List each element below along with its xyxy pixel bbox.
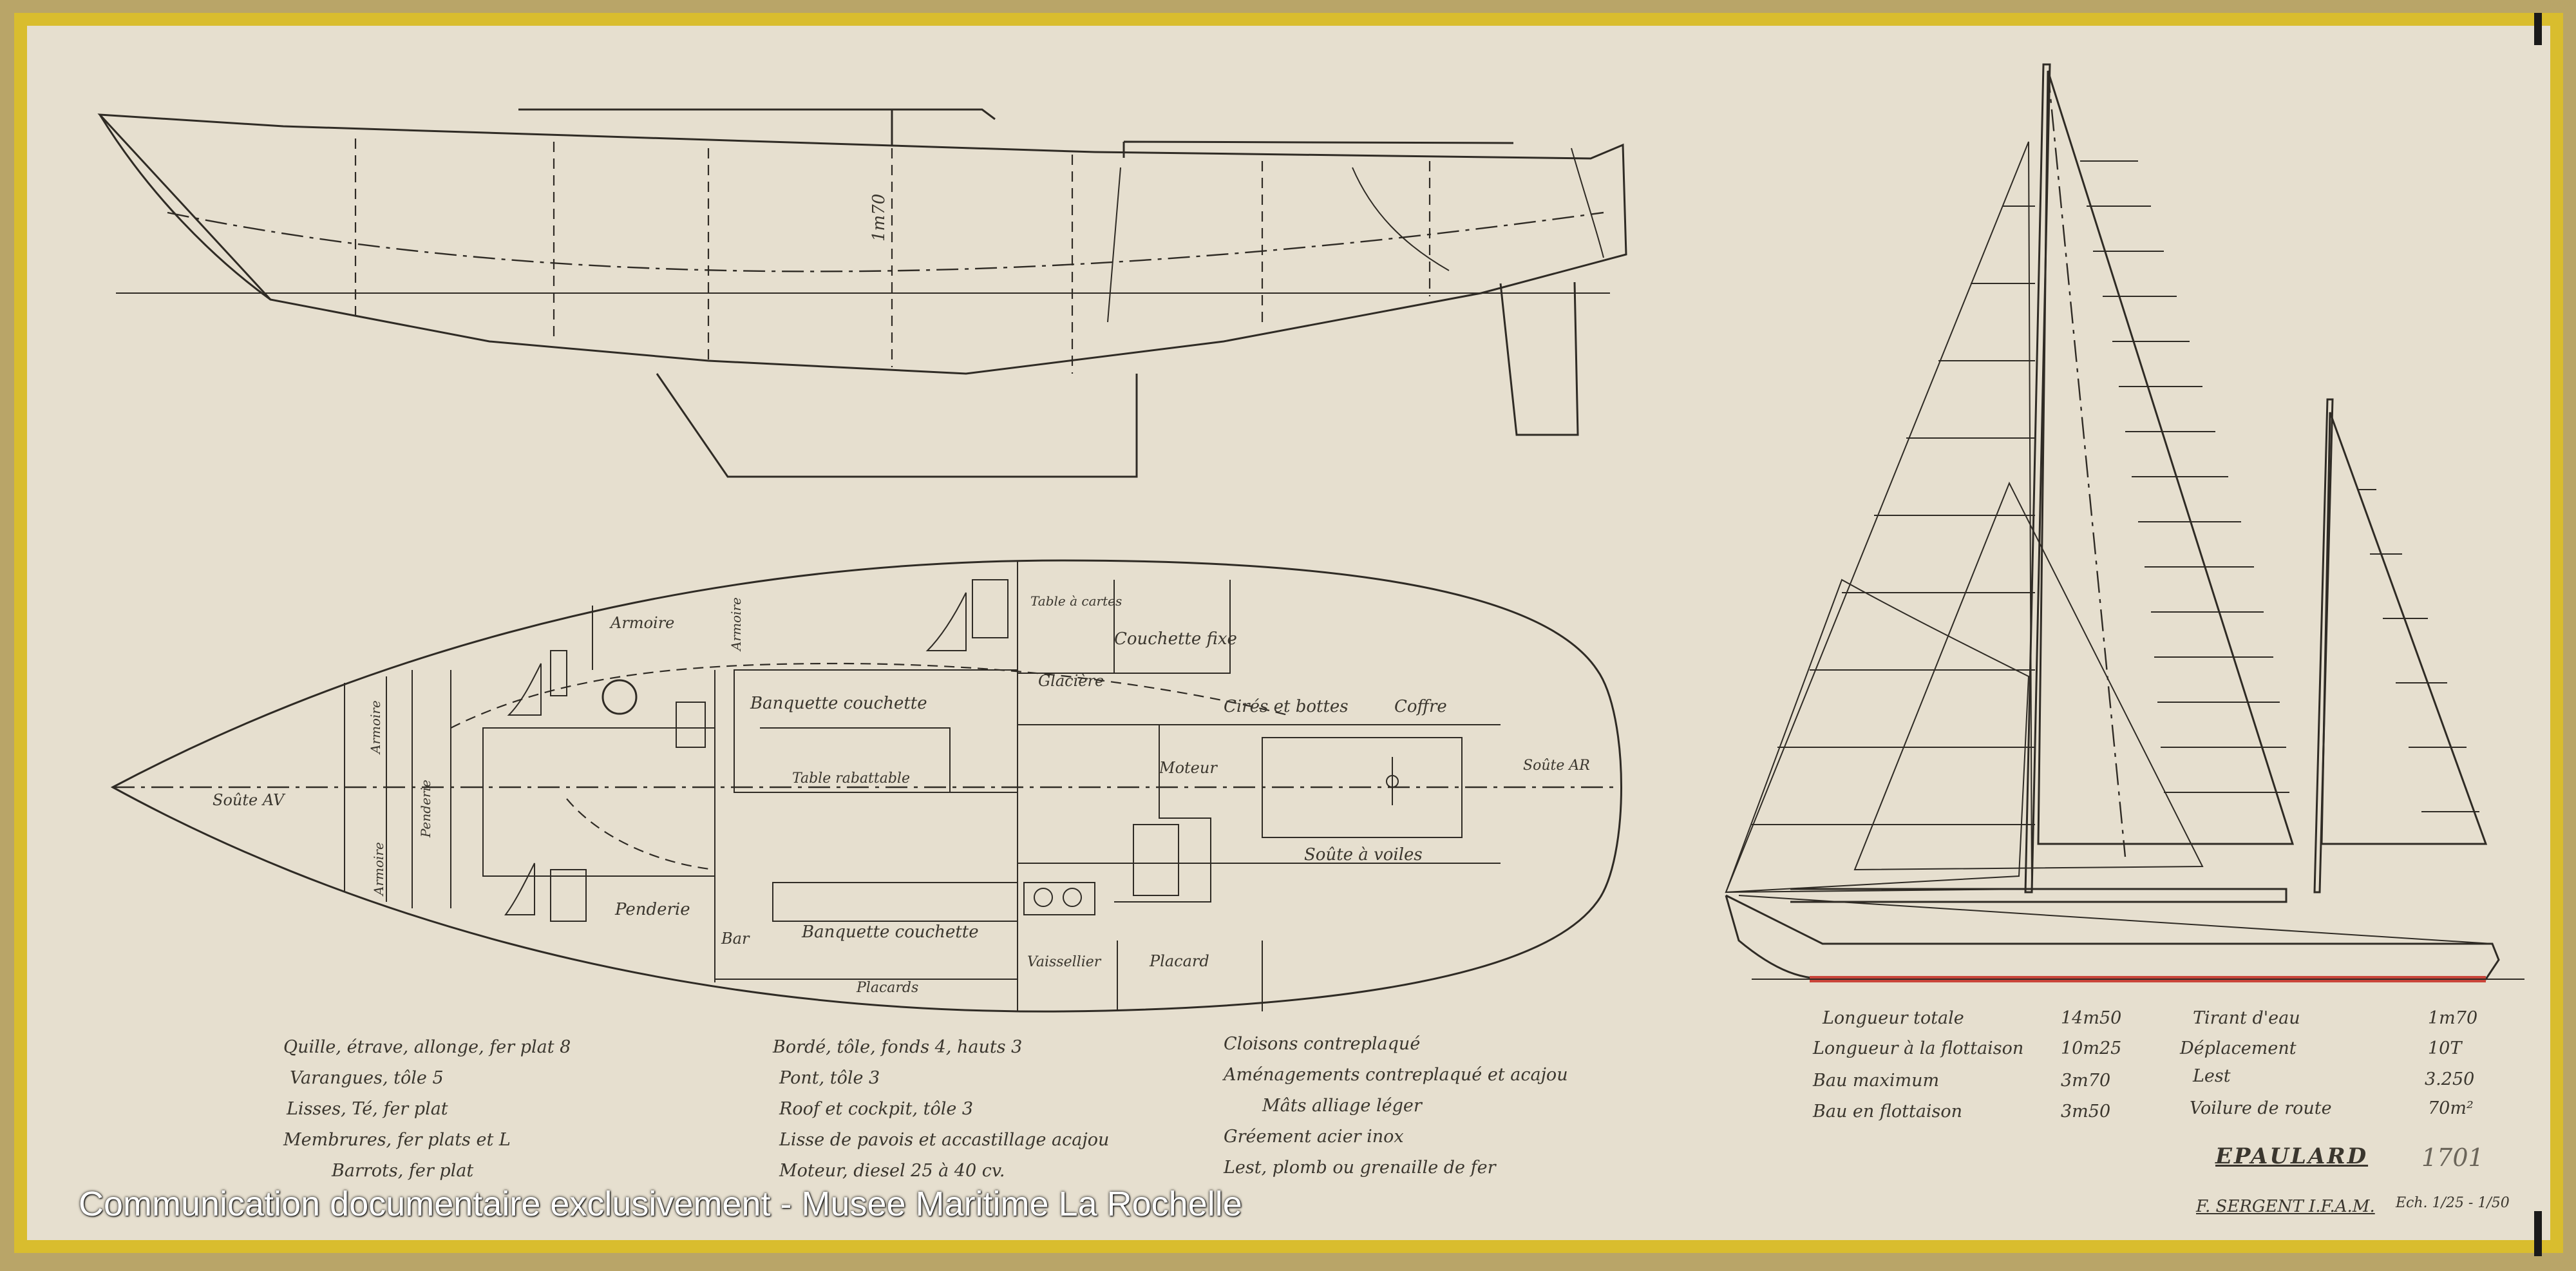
note-line: Varangues, tôle 5 xyxy=(290,1068,444,1088)
note-line: Quille, étrave, allonge, fer plat 8 xyxy=(283,1037,571,1057)
profile-dimension: 1m70 xyxy=(869,194,889,242)
note-line: Cloisons contreplaqué xyxy=(1224,1034,1421,1054)
label-armoire-top: Armoire xyxy=(368,700,383,755)
spec-value: 14m50 xyxy=(2061,1008,2122,1028)
label-armoire-small: Armoire xyxy=(728,597,744,652)
plan-number: 1701 xyxy=(2421,1143,2484,1172)
note-line: Mâts alliage léger xyxy=(1262,1096,1422,1116)
label-penderie: Penderie xyxy=(614,900,690,919)
label-seute-ar: Soûte AR xyxy=(1523,758,1590,774)
spec-value: 3m70 xyxy=(2061,1071,2111,1091)
label-couchette-fixe: Couchette fixe xyxy=(1114,629,1237,649)
note-line: Bordé, tôle, fonds 4, hauts 3 xyxy=(773,1037,1023,1057)
spec-value: 10T xyxy=(2428,1038,2462,1058)
spec-value: 70m² xyxy=(2428,1098,2474,1118)
note-line: Barrots, fer plat xyxy=(332,1161,474,1181)
corner-mark xyxy=(2534,13,2542,45)
spec-value: 3m50 xyxy=(2061,1102,2111,1122)
label-glaciere: Glacière xyxy=(1038,672,1104,690)
label-placards: Placards xyxy=(856,980,918,996)
label-cires: Cirés et bottes xyxy=(1224,697,1349,716)
note-line: Gréement acier inox xyxy=(1224,1127,1404,1147)
hull-profile: 1m70 xyxy=(97,108,1627,478)
note-line: Lest, plomb ou grenaille de fer xyxy=(1224,1158,1496,1178)
note-line: Roof et cockpit, tôle 3 xyxy=(779,1099,974,1119)
label-moteur: Moteur xyxy=(1159,759,1218,777)
label-coffre: Coffre xyxy=(1394,697,1447,716)
label-penderie-fwd: Penderie xyxy=(418,779,433,838)
label-armoire-lower: Armoire xyxy=(371,842,386,897)
label-table: Table rabattable xyxy=(792,770,910,787)
label-seute-av: Soûte AV xyxy=(213,791,286,809)
boat-name: EPAULARD xyxy=(2215,1143,2369,1169)
spec-label: Déplacement xyxy=(2180,1038,2297,1058)
label-banquette-top: Banquette couchette xyxy=(750,694,927,713)
designer-signature: F. SERGENT I.F.A.M. xyxy=(2196,1197,2375,1216)
accommodation-plan xyxy=(110,559,1622,1013)
room-labels: Soûte AV Armoire Armoire Armoire Penderi… xyxy=(213,593,1590,996)
label-placard: Placard xyxy=(1149,952,1209,970)
note-line: Lisses, Té, fer plat xyxy=(287,1099,448,1119)
spec-value: 10m25 xyxy=(2061,1038,2122,1058)
archive-caption: Communication documentaire exclusivement… xyxy=(79,1185,1242,1223)
note-line: Aménagements contreplaqué et acajou xyxy=(1224,1065,1568,1085)
label-vaissellier: Vaissellier xyxy=(1027,954,1102,970)
spec-label: Voilure de route xyxy=(2190,1098,2332,1118)
spec-label: Longueur totale xyxy=(1823,1008,1964,1028)
spec-value: 3.250 xyxy=(2425,1069,2475,1089)
note-line: Lisse de pavois et accastillage acajou xyxy=(779,1130,1110,1150)
spec-label: Lest xyxy=(2193,1066,2231,1086)
spec-label: Longueur à la flottaison xyxy=(1813,1038,2024,1058)
spec-label: Bau maximum xyxy=(1813,1071,1940,1091)
drawing-sheet xyxy=(14,13,2563,1253)
sail-plan xyxy=(1725,63,2524,982)
note-line: Pont, tôle 3 xyxy=(779,1068,880,1088)
label-bar: Bar xyxy=(721,930,750,948)
scale-note: Ech. 1/25 - 1/50 xyxy=(2396,1195,2510,1211)
spec-value: 1m70 xyxy=(2428,1008,2478,1028)
corner-mark xyxy=(2534,1211,2542,1256)
label-armoire-upper: Armoire xyxy=(609,614,674,632)
label-banquette-bottom: Banquette couchette xyxy=(801,922,979,942)
spec-label: Tirant d'eau xyxy=(2193,1008,2300,1028)
note-line: Moteur, diesel 25 à 40 cv. xyxy=(779,1161,1005,1181)
spec-label: Bau en flottaison xyxy=(1813,1102,1963,1122)
label-table-cartes: Table à cartes xyxy=(1030,593,1122,609)
note-line: Membrures, fer plats et L xyxy=(283,1130,511,1150)
label-seute-voiles: Soûte à voiles xyxy=(1304,845,1423,865)
